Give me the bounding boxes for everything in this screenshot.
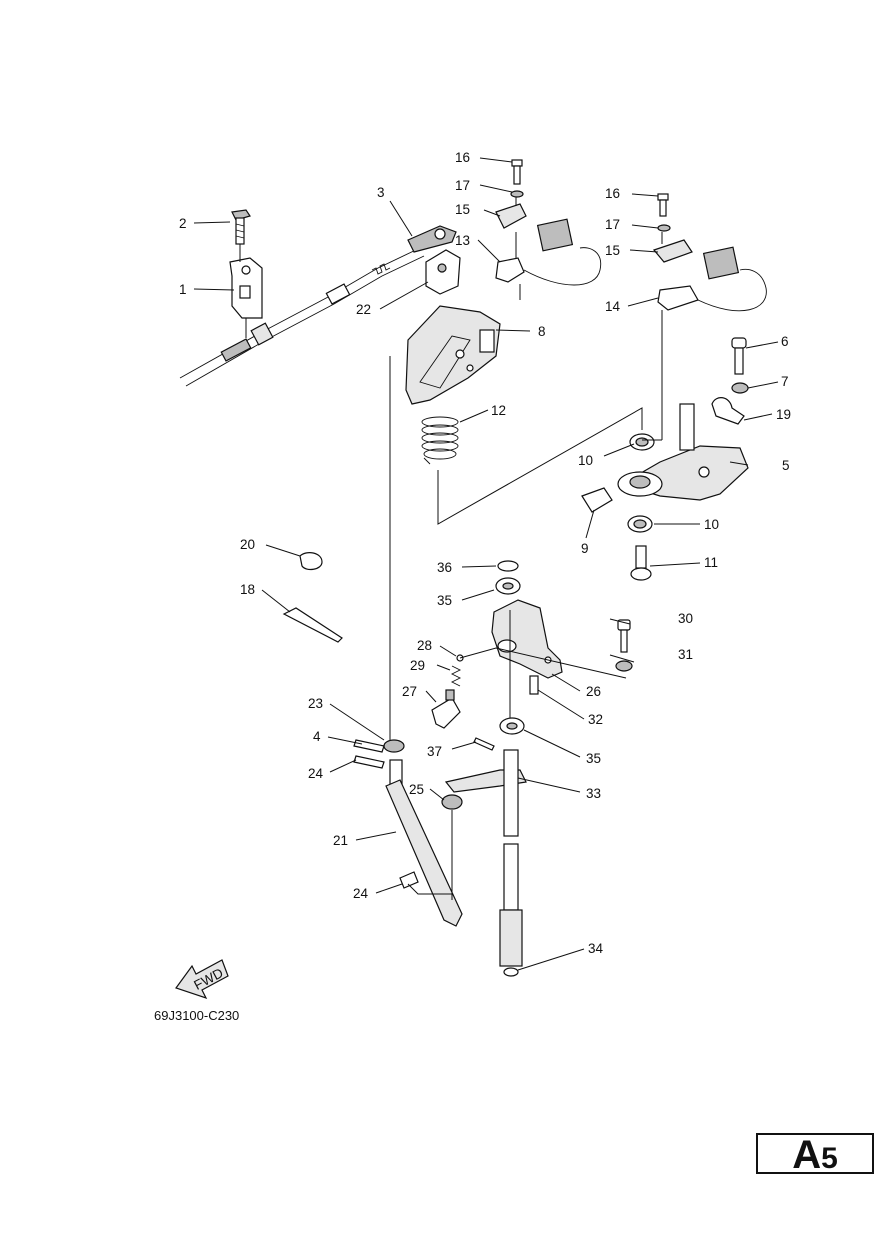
callout-22: 22: [356, 302, 371, 317]
switch-assembly-13: [495, 218, 602, 286]
callout-4: 4: [313, 729, 321, 744]
spring-part-29: [450, 665, 462, 687]
bushing-part-10a: [629, 433, 655, 451]
washer-part-17a: [510, 190, 524, 198]
connecting-lines: [389, 284, 662, 740]
pin-part-32: [529, 675, 539, 695]
o-ring-part-34: [503, 967, 519, 977]
callout-9: 9: [581, 541, 589, 556]
washer-part-31: [615, 660, 633, 672]
callout-16b: 16: [605, 186, 620, 201]
callout-32: 32: [588, 712, 603, 727]
callout-15b: 15: [605, 243, 620, 258]
cotter-pin-part-37: [473, 737, 495, 751]
switch-assembly-14: [657, 246, 767, 440]
clamp-part-19: [711, 397, 745, 425]
callout-10b: 10: [704, 517, 719, 532]
callout-23: 23: [308, 696, 323, 711]
washer-part-36: [497, 560, 519, 572]
clip-part-4: [353, 739, 385, 753]
callout-33: 33: [586, 786, 601, 801]
callout-27: 27: [402, 684, 417, 699]
page-badge-letter: A: [792, 1133, 822, 1177]
callout-1: 1: [179, 282, 187, 297]
bushing-part-35a: [495, 577, 521, 595]
callout-6: 6: [781, 334, 789, 349]
nut-part-25: [441, 794, 463, 900]
callout-7: 7: [781, 374, 789, 389]
page-section-badge: A5: [756, 1133, 874, 1177]
shift-rod-part-33: [444, 749, 527, 967]
callout-35a: 35: [437, 593, 452, 608]
callout-37: 37: [427, 744, 442, 759]
callout-14: 14: [605, 299, 621, 314]
washer-part-23: [383, 739, 405, 753]
joint-part-3: [407, 225, 457, 253]
callout-17a: 17: [455, 178, 470, 193]
clip-part-24: [353, 755, 419, 889]
callout-16a: 16: [455, 150, 470, 165]
callout-20: 20: [240, 537, 255, 552]
callout-24b: 24: [353, 886, 369, 901]
callout-36: 36: [437, 560, 452, 575]
callout-3: 3: [377, 185, 385, 200]
callout-31: 31: [678, 647, 693, 662]
callout-26: 26: [586, 684, 601, 699]
screw-part-16a: [511, 159, 523, 185]
cable-assembly: [179, 247, 425, 387]
callout-13: 13: [455, 233, 470, 248]
callout-2: 2: [179, 216, 187, 231]
callout-15a: 15: [455, 202, 470, 217]
joint-part-22: [425, 249, 461, 295]
callout-19: 19: [776, 407, 791, 422]
callout-28: 28: [417, 638, 432, 653]
fwd-arrow-icon: FWD: [175, 959, 229, 1000]
screw-part-16b: [657, 193, 669, 217]
callout-11: 11: [704, 555, 718, 570]
washer-part-7: [731, 382, 749, 394]
leader-lines: [193, 157, 779, 971]
bracket-part-5: [617, 403, 749, 501]
callout-5: 5: [782, 458, 790, 473]
collar-bolt-part-11: [630, 545, 652, 581]
callout-17b: 17: [605, 217, 620, 232]
page-badge-number: 5: [821, 1142, 838, 1175]
callout-30: 30: [678, 611, 693, 626]
clip-part-20: [299, 552, 323, 571]
plate-part-15b: [652, 232, 693, 263]
callout-24a: 24: [308, 766, 324, 781]
bracket-part-8: [405, 305, 501, 405]
bolt-part-2: [231, 209, 251, 262]
lever-part-26: [491, 599, 563, 720]
shift-link-part-21: [385, 759, 463, 927]
callout-labels: 1 2 3 4 5 6 7 8 9 10 10 11 12 13 14 15 1…: [179, 150, 791, 956]
callout-34: 34: [588, 941, 604, 956]
bushing-part-35b: [499, 717, 525, 735]
bolt-part-30: [617, 619, 631, 653]
callout-35b: 35: [586, 751, 601, 766]
bracket-part-1: [229, 257, 263, 338]
bolt-part-6: [731, 337, 747, 375]
callout-25: 25: [409, 782, 424, 797]
callout-8: 8: [538, 324, 546, 339]
bushing-part-10b: [627, 515, 653, 533]
callout-21: 21: [333, 833, 348, 848]
callout-10a: 10: [578, 453, 593, 468]
callout-18: 18: [240, 582, 255, 597]
callout-12: 12: [491, 403, 506, 418]
plunger-part-27: [431, 689, 461, 729]
tie-part-18: [282, 607, 343, 643]
fitting-part-9: [581, 487, 613, 513]
plate-part-15a: [495, 196, 527, 229]
washer-part-17b: [657, 224, 671, 232]
spring-part-12: [421, 416, 459, 465]
drawing-code: 69J3100-C230: [154, 1008, 239, 1023]
callout-29: 29: [410, 658, 425, 673]
